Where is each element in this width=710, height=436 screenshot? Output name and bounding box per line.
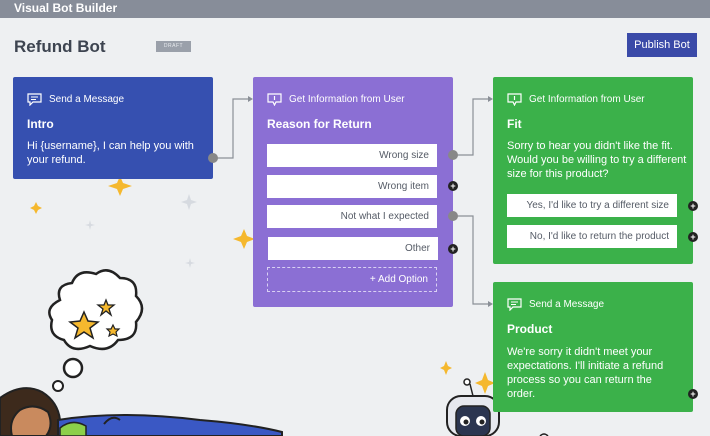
sleeping-person-illustration	[0, 387, 283, 436]
node-reason-for-return[interactable]: Get Information from User Reason for Ret…	[253, 77, 453, 307]
message-icon	[27, 93, 42, 106]
node-type-header: Get Information from User	[267, 93, 405, 106]
connector-notexpected-product	[453, 215, 488, 305]
node-fit[interactable]: Get Information from User Fit Sorry to h…	[493, 77, 693, 264]
node-message: Hi {username}, I can help you with your …	[27, 140, 194, 166]
output-port[interactable]	[208, 153, 218, 163]
publish-bot-button[interactable]: Publish Bot	[627, 33, 697, 57]
node-type-header: Send a Message	[507, 298, 604, 311]
plus-icon[interactable]: +	[688, 201, 698, 211]
connector-wrongsize-fit	[453, 98, 488, 156]
option-wrong-item[interactable]: Wrong item	[267, 175, 437, 198]
node-title: Reason for Return	[267, 117, 372, 131]
node-type-header: Get Information from User	[507, 93, 645, 106]
message-icon	[507, 298, 522, 311]
node-type-header: Send a Message	[27, 93, 124, 106]
status-badge: DRAFT	[156, 41, 191, 52]
option-wrong-size[interactable]: Wrong size	[267, 144, 437, 167]
node-title: Fit	[507, 117, 522, 131]
output-port[interactable]	[448, 150, 458, 160]
input-icon	[267, 93, 282, 106]
connector-intro-reason	[213, 98, 248, 159]
plus-icon[interactable]: +	[448, 244, 458, 254]
input-icon	[507, 93, 522, 106]
node-intro[interactable]: Send a Message Intro Hi {username}, I ca…	[13, 77, 213, 179]
node-message: Sorry to hear you didn't like the fit. W…	[507, 140, 687, 180]
output-port[interactable]	[448, 211, 458, 221]
node-type-label: Send a Message	[49, 94, 125, 105]
node-title: Intro	[27, 117, 54, 131]
option-not-what-expected[interactable]: Not what I expected	[267, 205, 437, 228]
node-message: We're sorry it didn't meet your expectat…	[507, 346, 664, 400]
option-other[interactable]: Other	[268, 237, 438, 260]
add-option-button[interactable]: + Add Option	[267, 267, 437, 292]
node-type-label: Send a Message	[529, 299, 605, 310]
thought-bubble-illustration	[48, 269, 144, 392]
node-type-label: Get Information from User	[529, 94, 645, 105]
bot-name: Refund Bot	[14, 37, 106, 56]
app-titlebar: Visual Bot Builder	[0, 0, 710, 18]
node-title: Product	[507, 322, 553, 336]
robot-illustration	[446, 378, 549, 436]
node-type-label: Get Information from User	[289, 94, 405, 105]
plus-icon[interactable]: +	[688, 389, 698, 399]
app-title: Visual Bot Builder	[14, 1, 118, 15]
plus-icon[interactable]: +	[448, 181, 458, 191]
plus-icon[interactable]: +	[688, 232, 698, 242]
option-return-product[interactable]: No, I'd like to return the product	[507, 225, 677, 248]
option-try-different-size[interactable]: Yes, I'd like to try a different size	[507, 194, 677, 217]
node-product[interactable]: Send a Message Product We're sorry it di…	[493, 282, 693, 412]
